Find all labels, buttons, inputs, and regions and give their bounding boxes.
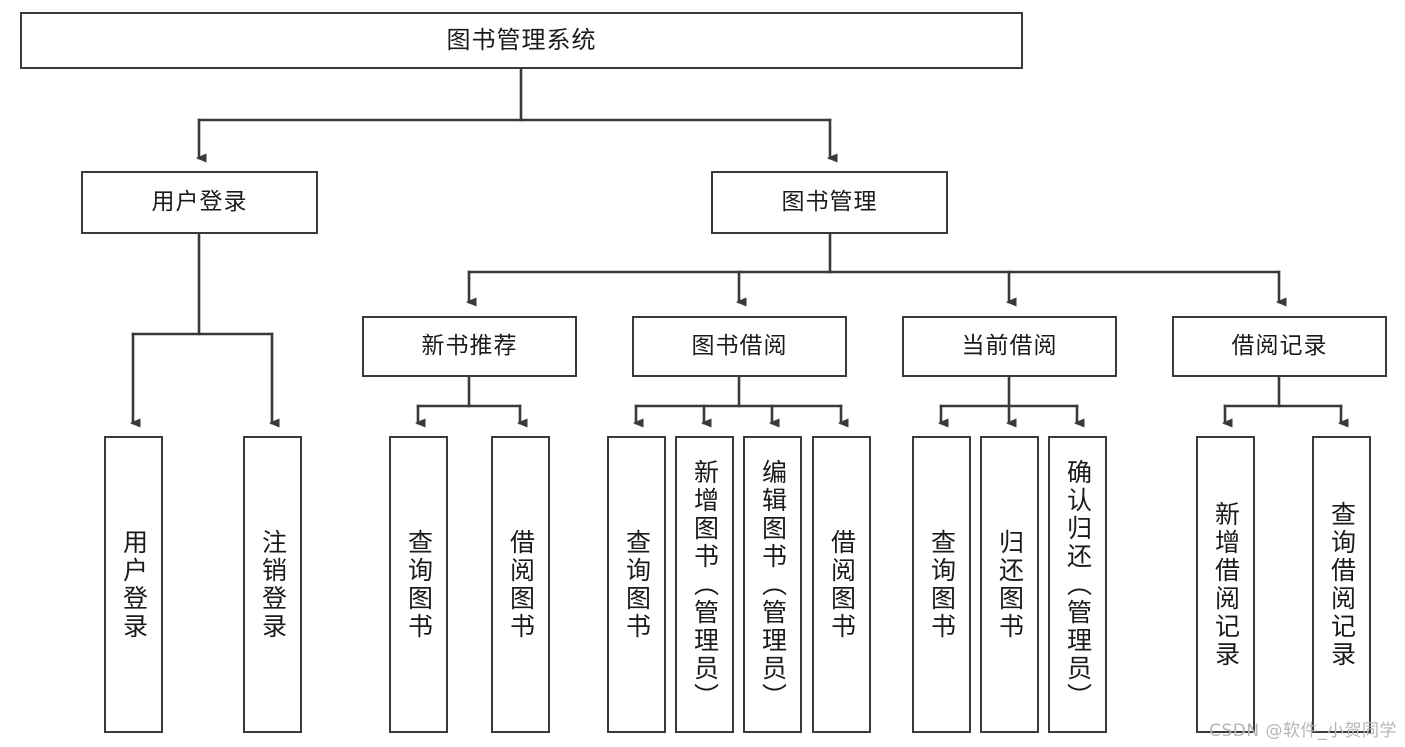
- node-user-login[interactable]: 用户登录: [81, 171, 318, 234]
- node-label: 注销登录: [258, 528, 288, 641]
- node-label: 图书管理: [781, 188, 878, 215]
- node-label: 借阅图书: [827, 528, 857, 641]
- leaf-query-book-2[interactable]: 查询图书: [607, 436, 666, 733]
- node-label: 借阅图书: [506, 528, 536, 641]
- node-label: 借阅记录: [1231, 332, 1328, 359]
- watermark-text: CSDN @软件_小贺同学: [1209, 721, 1397, 741]
- node-label: 查询图书: [927, 528, 957, 641]
- node-borrow-record[interactable]: 借阅记录: [1172, 316, 1387, 377]
- node-label: 图书管理系统: [446, 26, 597, 55]
- leaf-user-login[interactable]: 用户登录: [104, 436, 163, 733]
- node-label: 当前借阅: [961, 332, 1058, 359]
- node-label: 图书借阅: [691, 332, 788, 359]
- leaf-borrow-book-2[interactable]: 借阅图书: [812, 436, 871, 733]
- node-label: 查询图书: [404, 528, 434, 641]
- node-label: 确认归还（管理员）: [1063, 458, 1093, 711]
- leaf-query-book-3[interactable]: 查询图书: [912, 436, 971, 733]
- node-label: 归还图书: [995, 528, 1025, 641]
- node-new-book-recommend[interactable]: 新书推荐: [362, 316, 577, 377]
- leaf-add-borrow-record[interactable]: 新增借阅记录: [1196, 436, 1255, 733]
- node-current-borrow[interactable]: 当前借阅: [902, 316, 1117, 377]
- node-label: 新增图书（管理员）: [690, 458, 720, 711]
- leaf-borrow-book-1[interactable]: 借阅图书: [491, 436, 550, 733]
- node-label: 新增借阅记录: [1211, 500, 1241, 669]
- leaf-add-book-admin[interactable]: 新增图书（管理员）: [675, 436, 734, 733]
- node-book-borrow[interactable]: 图书借阅: [632, 316, 847, 377]
- node-label: 编辑图书（管理员）: [758, 458, 788, 711]
- node-label: 用户登录: [119, 528, 149, 641]
- leaf-confirm-return-admin[interactable]: 确认归还（管理员）: [1048, 436, 1107, 733]
- node-root-system[interactable]: 图书管理系统: [20, 12, 1023, 69]
- node-label: 查询借阅记录: [1327, 500, 1357, 669]
- leaf-query-book-1[interactable]: 查询图书: [389, 436, 448, 733]
- leaf-logout-login[interactable]: 注销登录: [243, 436, 302, 733]
- node-label: 用户登录: [151, 188, 248, 215]
- node-label: 查询图书: [622, 528, 652, 641]
- node-book-management[interactable]: 图书管理: [711, 171, 948, 234]
- leaf-edit-book-admin[interactable]: 编辑图书（管理员）: [743, 436, 802, 733]
- leaf-return-book[interactable]: 归还图书: [980, 436, 1039, 733]
- leaf-query-borrow-record[interactable]: 查询借阅记录: [1312, 436, 1371, 733]
- node-label: 新书推荐: [421, 332, 518, 359]
